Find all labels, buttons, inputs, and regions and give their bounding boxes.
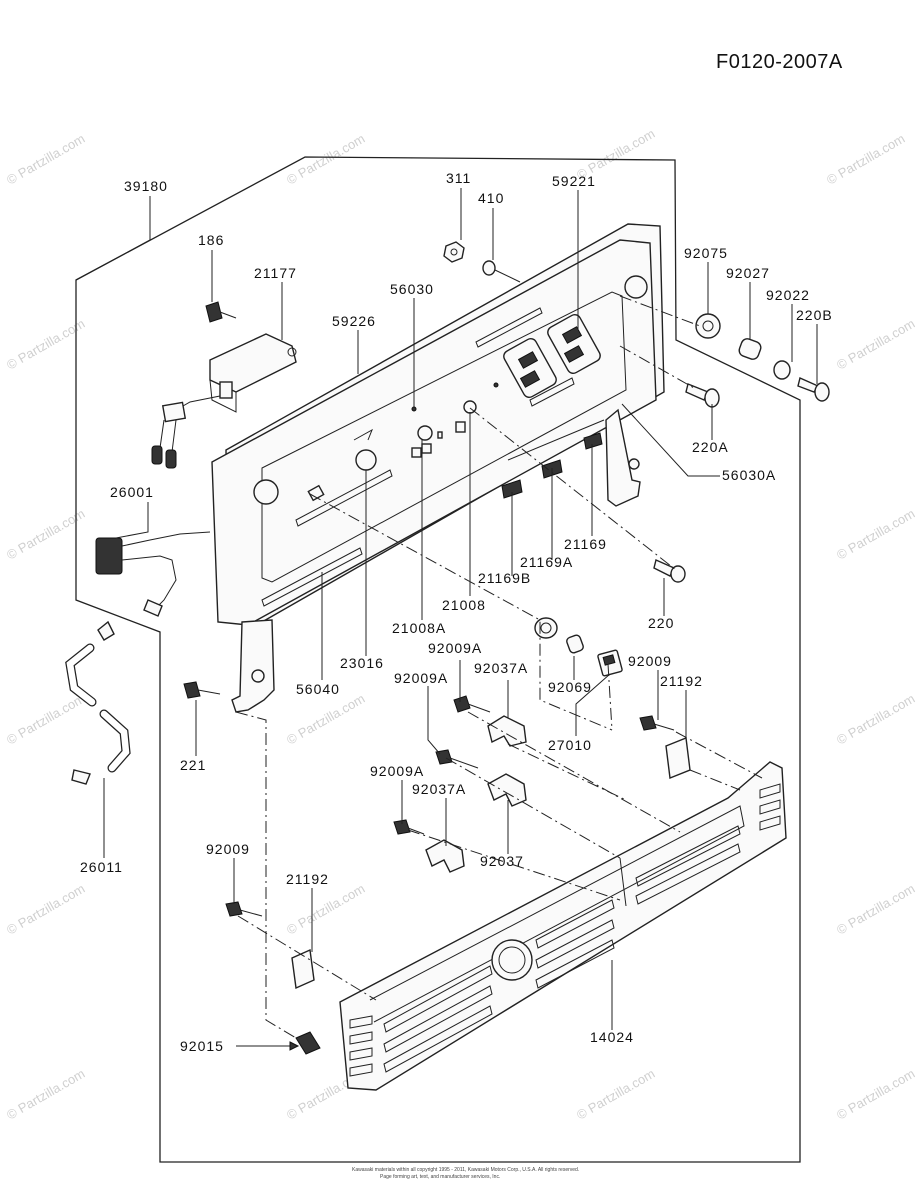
label-311: 311 [446,170,471,186]
label-21177: 21177 [254,265,297,281]
watermark: © Partzilla.com [284,131,367,188]
label-186: 186 [198,232,224,248]
front-cover-14024 [339,761,787,1091]
label-92009-1: 92009 [628,653,672,669]
control-panel [211,223,665,713]
footer-copyright-2: Page forming art, text, and manufacturer… [380,1174,500,1180]
watermark: © Partzilla.com [284,691,367,748]
socket-27010 [597,649,623,677]
watermark: © Partzilla.com [4,881,87,938]
assembly-frame [75,156,801,1163]
footer-copyright: Kawasaki materials within all copyright … [352,1167,579,1173]
label-21008A: 21008A [392,620,446,636]
harness-26001 [95,531,211,617]
washer-92022 [773,360,791,380]
clamps [425,715,527,873]
watermark: © Partzilla.com [284,881,367,938]
label-92027: 92027 [726,265,770,281]
watermark: © Partzilla.com [834,316,917,373]
label-92069: 92069 [548,679,592,695]
bolt-220 [653,559,686,583]
label-92009A-1: 92009A [428,640,482,656]
watermark: © Partzilla.com [834,1066,917,1123]
label-27010: 27010 [548,737,592,753]
leader-lines [75,188,818,1051]
switch-unit-21177 [151,333,297,469]
label-92022: 92022 [766,287,810,303]
label-23016: 23016 [340,655,384,671]
lamp-27010 [534,617,558,639]
label-220B: 220B [796,307,833,323]
label-92015: 92015 [180,1038,224,1054]
label-21008: 21008 [442,597,486,613]
collar-92027 [738,338,762,360]
label-92075: 92075 [684,245,728,261]
bulb-92069 [566,634,584,654]
watermark: © Partzilla.com [834,881,917,938]
part-labels: 39180 311 410 59221 186 21177 56030 5922… [80,170,833,1054]
label-92037A-2: 92037A [412,781,466,797]
breaker-knobs [501,419,605,499]
grommet-92015 [295,1031,321,1055]
watermark: © Partzilla.com [4,691,87,748]
grommet-92075 [695,313,721,339]
label-59226: 59226 [332,313,376,329]
label-92037: 92037 [480,853,524,869]
watermark: © Partzilla.com [834,506,917,563]
watermark: © Partzilla.com [834,691,917,748]
label-21169: 21169 [564,536,607,552]
diagram-code: F0120-2007A [716,51,843,73]
label-56030: 56030 [390,281,434,297]
label-59221: 59221 [552,173,596,189]
label-56040: 56040 [296,681,340,697]
label-220A: 220A [692,439,729,455]
label-21169A: 21169A [520,554,573,570]
label-14024: 14024 [590,1029,634,1045]
label-220: 220 [648,615,674,631]
watermark: © Partzilla.com [4,316,87,373]
watermark: © Partzilla.com [4,1066,87,1123]
bolt-220B [797,377,830,402]
label-26011: 26011 [80,859,123,875]
label-92037A-1: 92037A [474,660,528,676]
nut-311 [443,241,465,263]
label-56030A: 56030A [722,467,776,483]
label-26001: 26001 [110,484,154,500]
label-92009A-2: 92009A [394,670,448,686]
label-21192-2: 21192 [286,871,329,887]
label-410: 410 [478,190,504,206]
plate-21192-right [665,737,691,779]
label-221: 221 [180,757,206,773]
washer-410 [482,260,521,283]
label-39180: 39180 [124,178,168,194]
label-92009-2: 92009 [206,841,250,857]
label-92009A-3: 92009A [370,763,424,779]
hose-26011 [65,620,131,785]
screw-186 [205,301,237,323]
outlet-right [547,313,601,375]
outlet-left [503,337,557,399]
plate-21192-left [291,948,315,990]
watermark: © Partzilla.com [574,1066,657,1123]
watermark: © Partzilla.com [4,131,87,188]
watermark: © Partzilla.com [4,506,87,563]
label-21169B: 21169B [478,570,531,586]
watermark: © Partzilla.com [824,131,907,188]
bolt-220A [685,383,720,408]
label-21192-1: 21192 [660,673,703,689]
